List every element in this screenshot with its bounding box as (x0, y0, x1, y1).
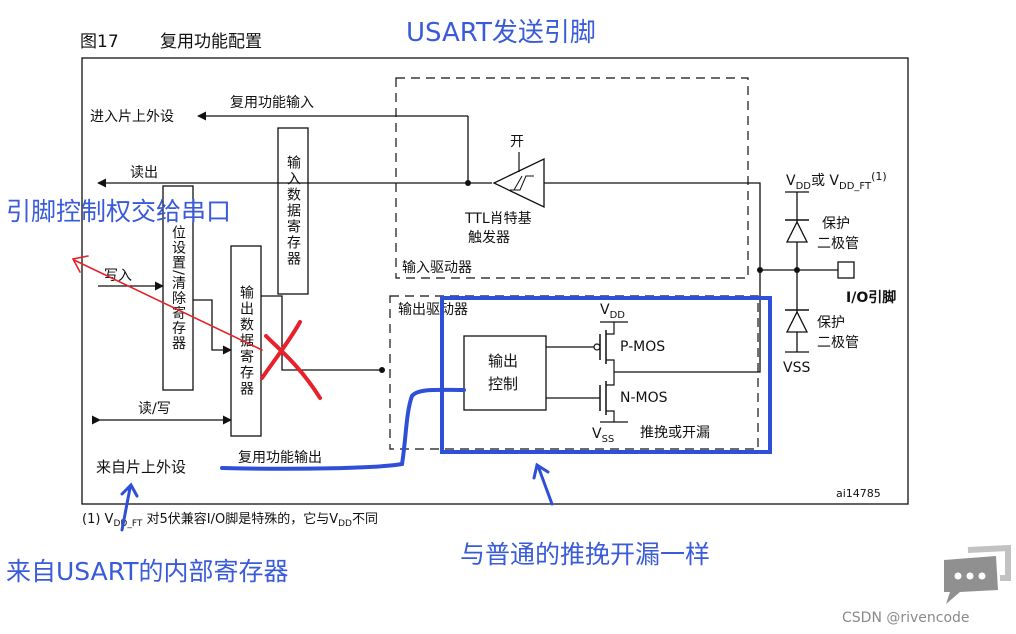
annotation-red-cross (260, 320, 322, 400)
annotation-alt-output-path (220, 387, 466, 471)
output-driver-label: 输出驱动器 (398, 302, 468, 318)
input-data-register-label: 输入数据寄存器 (285, 155, 301, 267)
annotation-red-arrow (71, 255, 263, 351)
annotation-arrow-from-usart (120, 482, 139, 532)
figure-id: ai14785 (836, 487, 881, 500)
annotation-from-usart: 来自USART的内部寄存器 (6, 557, 289, 586)
junction-dot (465, 180, 471, 186)
pmos-label: P-MOS (620, 339, 665, 355)
schmitt-input-line (544, 182, 761, 270)
annotation-output-box (440, 296, 772, 454)
pin-junction-dot (794, 267, 800, 273)
figure-label: 图17 (80, 32, 119, 52)
annotation-title: USART发送引脚 (406, 18, 596, 48)
write-in-label: 写入 (104, 268, 132, 284)
output-control-line1: 输出 (488, 352, 518, 370)
output-control-line2: 控制 (488, 375, 518, 393)
vdd-out-label: VDD (600, 302, 625, 321)
schmitt-label-line1: TTL肖特基 (464, 210, 532, 227)
annotation-same-as-normal: 与普通的推挽开漏一样 (460, 540, 710, 569)
schmitt-switch-label: 开 (510, 134, 524, 150)
to-peripheral-label: 进入片上外设 (90, 109, 174, 125)
read-out-label: 读出 (130, 164, 158, 181)
bsrr-to-odr-line (193, 299, 232, 355)
read-write-label: 读/写 (138, 400, 171, 417)
odr-output-line (261, 295, 382, 371)
push-pull-od-label: 推挽或开漏 (640, 425, 710, 441)
input-data-register-box (277, 127, 309, 295)
input-driver-label: 输入驱动器 (402, 260, 472, 276)
input-driver-box (395, 77, 749, 279)
output-data-register-box (230, 245, 262, 437)
pmos-source (606, 359, 615, 372)
vss-out-label: VSS (592, 426, 614, 445)
protect-diode-1-icon (785, 220, 809, 243)
bit-set-reset-register-label: 位设置/清除寄存器 (170, 225, 186, 351)
footnote: (1) VDD_FT 对5伏兼容I/O脚是特殊的，它与VDD不同 (82, 511, 378, 529)
chat-bubble-icon (944, 544, 1011, 604)
alt-output-label: 复用功能输出 (238, 449, 322, 466)
vdd-main-label: VDD或 VDD_FT(1) (786, 170, 887, 192)
io-pin-box (837, 261, 855, 279)
figure-frame (81, 57, 909, 505)
nmos-label: N-MOS (620, 390, 668, 406)
protect-diode-2-icon (785, 310, 809, 333)
annotation-arrow-same-as-normal (532, 462, 554, 506)
protect-diode-2-line2: 二极管 (817, 335, 859, 351)
schmitt-label-line2: 触发器 (468, 230, 510, 246)
output-control-box (463, 335, 547, 411)
annotation-pin-control: 引脚控制权交给串口 (6, 197, 231, 226)
pmos-drain (606, 322, 615, 335)
figure-title: 复用功能配置 (160, 32, 262, 52)
watermark: CSDN @rivencode (842, 610, 970, 626)
protect-diode-1-line2: 二极管 (817, 236, 859, 252)
pin-junction-dot-2 (757, 267, 763, 273)
pmos-bubble (593, 343, 601, 351)
odr-output-dot (379, 367, 385, 373)
nmos-source (606, 410, 615, 422)
nmos-drain (606, 372, 615, 386)
alt-input-label: 复用功能输入 (230, 94, 314, 111)
hysteresis-icon (510, 175, 534, 191)
from-peripheral-label: 来自片上外设 (96, 458, 186, 476)
io-pin-label: I/O引脚 (846, 290, 896, 306)
vss-pin-label: VSS (783, 360, 810, 376)
mos-output-line (614, 270, 761, 373)
protect-diode-2-line1: 保护 (817, 315, 845, 331)
protect-diode-1-line1: 保护 (822, 216, 850, 232)
output-data-register-label: 输出数据寄存器 (238, 285, 254, 397)
